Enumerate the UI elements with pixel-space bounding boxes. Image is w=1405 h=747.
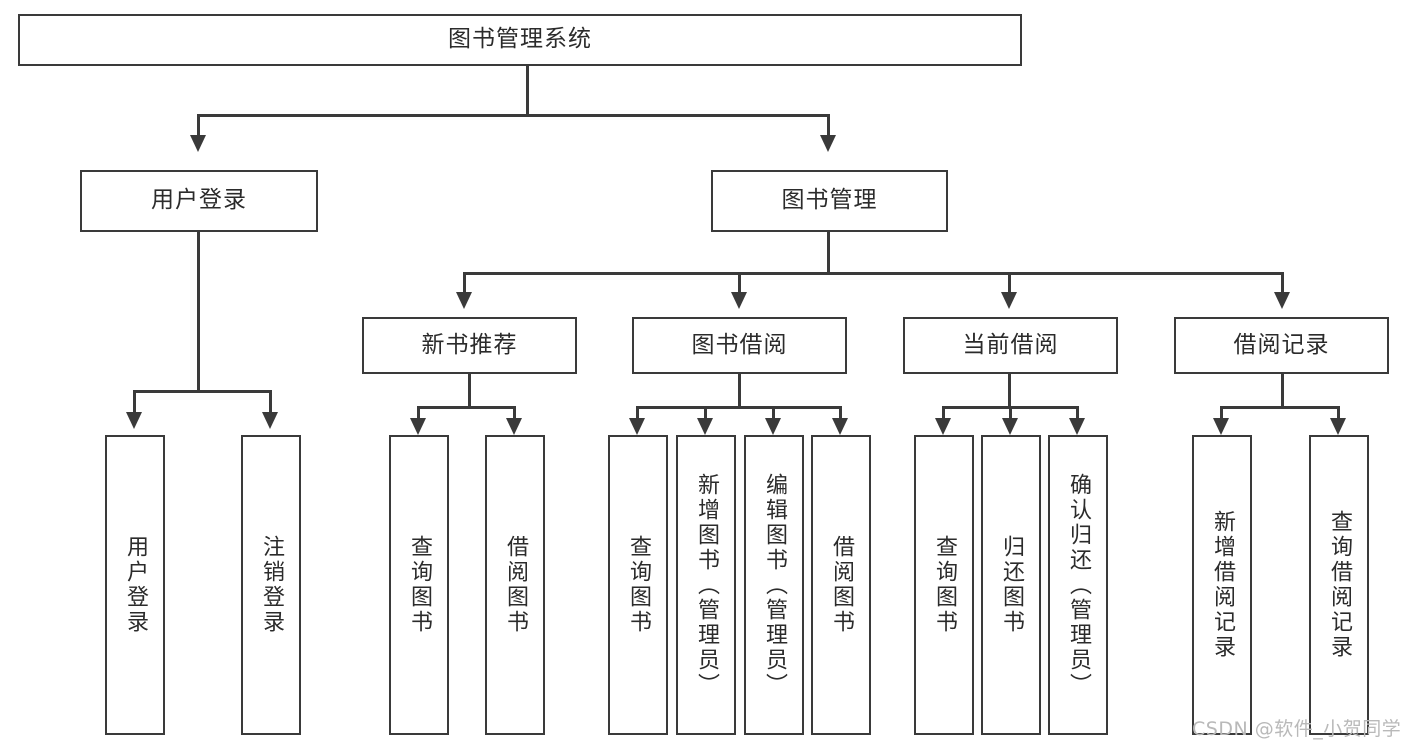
edge-root-to-book-management [827,114,830,138]
edge-cb-to-leaf-1 [942,406,945,420]
leaf-borrow-book-1[interactable]: 借阅图书 [485,435,545,735]
node-label: 图书借阅 [691,331,788,358]
leaf-query-book-3[interactable]: 查询图书 [914,435,974,735]
edge-br-to-leaf-1 [1220,406,1223,420]
edge-br-to-leaf-2 [1337,406,1340,420]
edge-book-management-stem [827,232,830,274]
arrow-nbr-to-leaf-2 [506,418,522,435]
node-book-management[interactable]: 图书管理 [711,170,948,232]
arrow-bb-to-leaf-1 [629,418,645,435]
arrow-br-to-leaf-1 [1213,418,1229,435]
node-book-borrow[interactable]: 图书借阅 [632,317,847,374]
arrow-br-to-leaf-2 [1330,418,1346,435]
edge-root-bar [197,114,830,117]
node-label: 查询图书 [625,535,651,635]
node-label: 查询图书 [931,535,957,635]
edge-user-login-bar [133,390,271,393]
node-label: 查询借阅记录 [1326,510,1352,660]
edge-user-login-to-leaf-2 [269,390,272,414]
arrow-cb-to-leaf-3 [1069,418,1085,435]
edge-bm-to-new-book-recommend [463,272,466,294]
node-label: 用户登录 [151,187,247,214]
edge-bb-to-leaf-4 [839,406,842,420]
edge-bm-to-book-borrow [738,272,741,294]
arrow-root-to-book-management [820,135,836,152]
arrow-bm-to-borrow-record [1274,292,1290,309]
edge-borrow-record-bar [1220,406,1340,409]
node-label: 注销登录 [258,535,284,635]
edge-borrow-record-stem [1281,374,1284,408]
leaf-user-login[interactable]: 用户登录 [105,435,165,735]
edge-book-borrow-bar [636,406,840,409]
arrow-bm-to-current-borrow [1001,292,1017,309]
leaf-query-book-2[interactable]: 查询图书 [608,435,668,735]
edge-nbr-to-leaf-1 [417,406,420,420]
node-label: 借阅图书 [502,535,528,635]
node-current-borrow[interactable]: 当前借阅 [903,317,1118,374]
leaf-add-borrow-record[interactable]: 新增借阅记录 [1192,435,1252,735]
arrow-cb-to-leaf-2 [1002,418,1018,435]
node-label: 借阅记录 [1233,331,1330,358]
edge-new-book-recommend-bar [417,406,516,409]
arrow-root-to-user-login [190,135,206,152]
node-label: 借阅图书 [828,535,854,635]
leaf-add-book-admin[interactable]: 新增图书（管理员） [676,435,736,735]
csdn-watermark: CSDN @软件_小贺同学 [1192,718,1402,740]
edge-bm-to-borrow-record [1281,272,1284,294]
arrow-cb-to-leaf-1 [935,418,951,435]
node-label: 图书管理系统 [448,26,592,53]
arrow-bm-to-new-book-recommend [456,292,472,309]
arrow-bm-to-book-borrow [731,292,747,309]
leaf-borrow-book-2[interactable]: 借阅图书 [811,435,871,735]
edge-root-stem [526,66,529,116]
edge-root-to-user-login [197,114,200,138]
edge-cb-to-leaf-3 [1076,406,1079,420]
node-label: 新增借阅记录 [1209,510,1235,660]
node-label: 新书推荐 [421,331,518,358]
edge-book-borrow-stem [738,374,741,408]
node-user-login[interactable]: 用户登录 [80,170,318,232]
leaf-confirm-return-admin[interactable]: 确认归还（管理员） [1048,435,1108,735]
node-label: 编辑图书（管理员） [761,472,787,698]
edge-book-management-bar [463,272,1284,275]
arrow-bb-to-leaf-2 [697,418,713,435]
arrow-bb-to-leaf-3 [765,418,781,435]
arrow-bb-to-leaf-4 [832,418,848,435]
edge-bb-to-leaf-1 [636,406,639,420]
leaf-logout-login[interactable]: 注销登录 [241,435,301,735]
arrow-user-login-to-leaf-2 [262,412,278,429]
edge-user-login-to-leaf-1 [133,390,136,414]
edge-bb-to-leaf-2 [704,406,707,420]
node-borrow-record[interactable]: 借阅记录 [1174,317,1389,374]
node-label: 图书管理 [781,187,878,214]
node-root-book-management-system[interactable]: 图书管理系统 [18,14,1022,66]
edge-nbr-to-leaf-2 [513,406,516,420]
leaf-query-borrow-record[interactable]: 查询借阅记录 [1309,435,1369,735]
edge-bb-to-leaf-3 [772,406,775,420]
edge-bm-to-current-borrow [1008,272,1011,294]
arrow-nbr-to-leaf-1 [410,418,426,435]
leaf-edit-book-admin[interactable]: 编辑图书（管理员） [744,435,804,735]
edge-cb-to-leaf-2 [1009,406,1012,420]
leaf-query-book-1[interactable]: 查询图书 [389,435,449,735]
node-label: 新增图书（管理员） [693,472,719,698]
node-label: 用户登录 [122,535,148,635]
edge-current-borrow-stem [1008,374,1011,408]
edge-user-login-stem [197,232,200,392]
node-new-book-recommend[interactable]: 新书推荐 [362,317,577,374]
node-label: 归还图书 [998,535,1024,635]
leaf-return-book[interactable]: 归还图书 [981,435,1041,735]
node-label: 当前借阅 [962,331,1059,358]
node-label: 确认归还（管理员） [1065,472,1091,698]
node-label: 查询图书 [406,535,432,635]
edge-new-book-recommend-stem [468,374,471,408]
arrow-user-login-to-leaf-1 [126,412,142,429]
